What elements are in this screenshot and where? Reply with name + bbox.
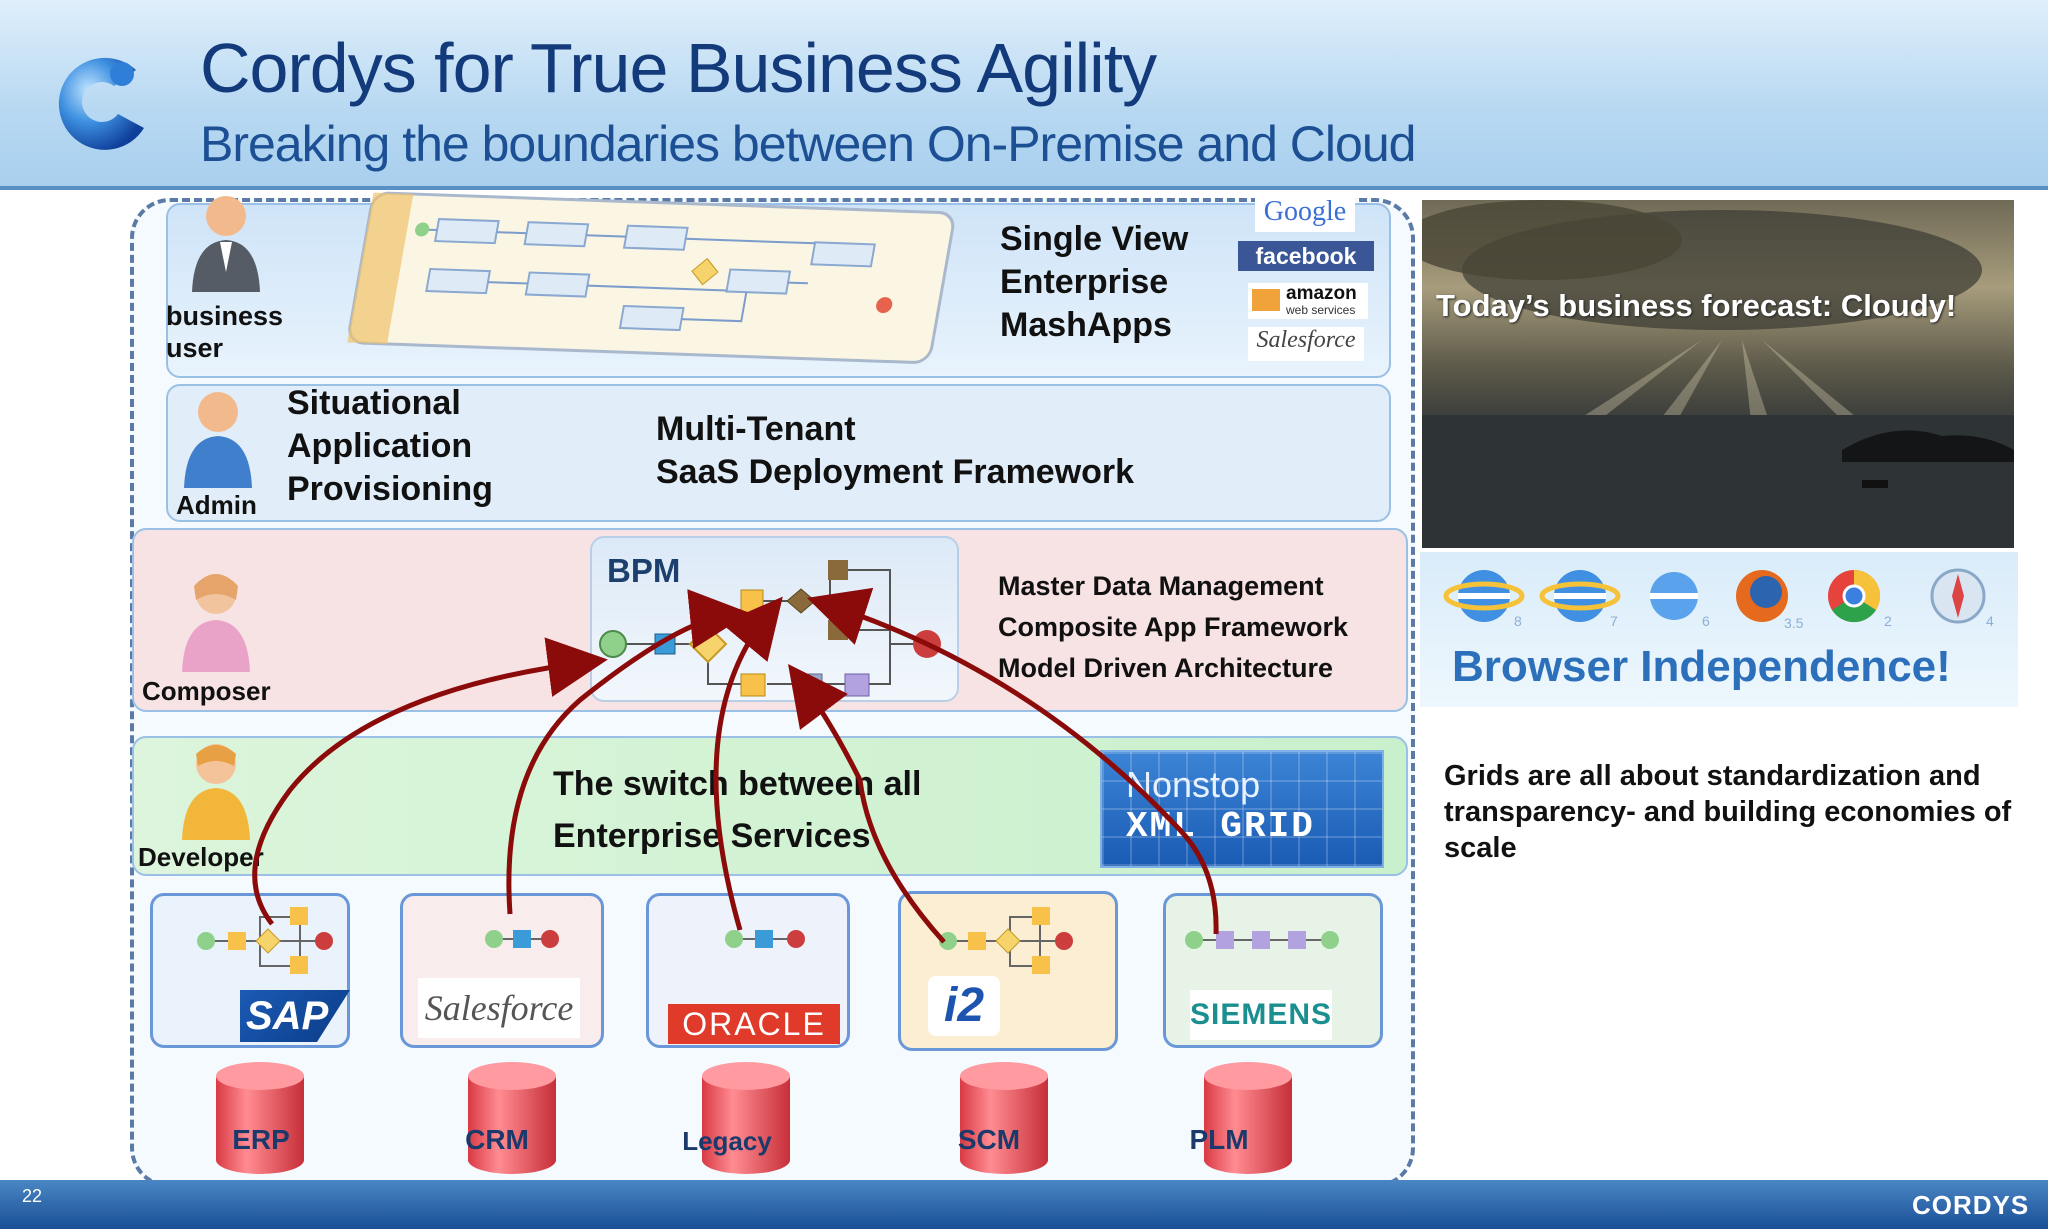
db-label-scm: SCM [957,1124,1021,1155]
browser-version-firefox: 3.5 [1784,615,1804,631]
sunbeams-icon [1422,200,2014,548]
db-scm-icon [960,1062,1048,1174]
xml-grid-panel: Nonstop XML GRID [1100,750,1384,868]
oracle-logo: ORACLE [668,1004,840,1044]
slide-header [0,0,2048,190]
composer-features: Master Data Management Composite App Fra… [998,566,1348,689]
enterprise-services-heading: The switch between all Enterprise Servic… [553,765,922,855]
db-label-legacy: Legacy [682,1126,772,1156]
cordys-logo-icon [58,57,144,150]
developer-label: Developer [138,842,264,872]
arrow-siemens-to-bpm [806,587,1219,935]
browser-version-ie7: 7 [1610,613,1618,629]
feature-master-data: Master Data Management [998,571,1324,601]
browser-icons-strip [1420,552,2018,707]
business-user-icon [192,196,260,292]
business-user-label: business user [166,301,284,363]
footer-cordys-logo: CORDYS [1912,1190,2030,1220]
db-erp-icon [216,1062,304,1174]
composer-label: Composer [142,676,271,706]
admin-label: Admin [176,490,257,520]
db-legacy-icon [702,1062,790,1174]
salesforce-logo: Salesforce [418,978,580,1038]
slide-number: 22 [22,1186,43,1206]
admin-icon [184,392,252,488]
ie8-icon [1443,570,1525,622]
db-label-plm: PLM [1189,1124,1249,1155]
db-label-erp: ERP [232,1124,290,1155]
feature-composite-app: Composite App Framework [998,612,1349,642]
db-label-crm: CRM [465,1124,529,1155]
sap-logo: SAP [240,990,350,1042]
grid-line2: XML GRID [1126,806,1315,847]
saas-framework-heading: Multi-Tenant SaaS Deployment Framework [656,410,1135,491]
forecast-caption: Today’s business forecast: Cloudy! [1436,288,1957,323]
browser-version-safari: 4 [1986,613,1994,629]
browser-independence-heading: Browser Independence! [1452,642,1951,691]
arrow-i2-to-bpm [788,663,946,944]
salesforce-logo-small: Salesforce [1248,327,1364,361]
amazon-web-services-logo: amazon web services [1248,283,1368,319]
slide-footer [0,1180,2048,1229]
grid-note: Grids are all about standardization and … [1444,760,2012,864]
mashapps-heading: Single View Enterprise MashApps [1000,220,1189,344]
facebook-logo: facebook [1238,241,1374,271]
slide-subtitle: Breaking the boundaries between On-Premi… [200,116,1416,172]
firefox-icon [1736,570,1788,622]
browser-icons: 8 7 6 3.5 2 4 [1443,568,1994,631]
composer-icon [182,574,250,672]
db-plm-icon [1204,1062,1292,1174]
chrome-icon [1828,569,1881,623]
browser-version-ie6: 6 [1702,613,1710,629]
process-model-screenshot [347,191,955,364]
web-services-logo-text: web services [1286,303,1356,317]
slide-title: Cordys for True Business Agility [200,29,1157,107]
db-crm-icon [468,1062,556,1174]
browser-version-chrome: 2 [1884,613,1892,629]
arrow-sap-to-bpm [252,637,608,926]
arrow-salesforce-to-bpm [506,589,750,915]
ie7-icon [1539,570,1621,622]
browser-version-ie8: 8 [1514,613,1522,629]
aws-cubes-icon [1252,289,1280,311]
cloudy-sky-photo [1422,200,2014,548]
amazon-logo-text: amazon [1286,283,1357,304]
header-divider [0,186,2048,190]
feature-model-driven: Model Driven Architecture [998,653,1334,683]
admin-layer [166,384,1391,522]
i2-logo: i2 [928,976,1000,1036]
arrow-oracle-to-bpm [713,596,783,931]
google-logo: Google [1255,196,1355,232]
siemens-logo: SIEMENS [1190,990,1332,1040]
bpm-label: BPM [607,552,681,589]
provisioning-heading: Situational Application Provisioning [287,384,493,508]
developer-icon [182,744,250,840]
ie6-icon [1650,572,1698,620]
safari-icon [1930,568,1986,624]
